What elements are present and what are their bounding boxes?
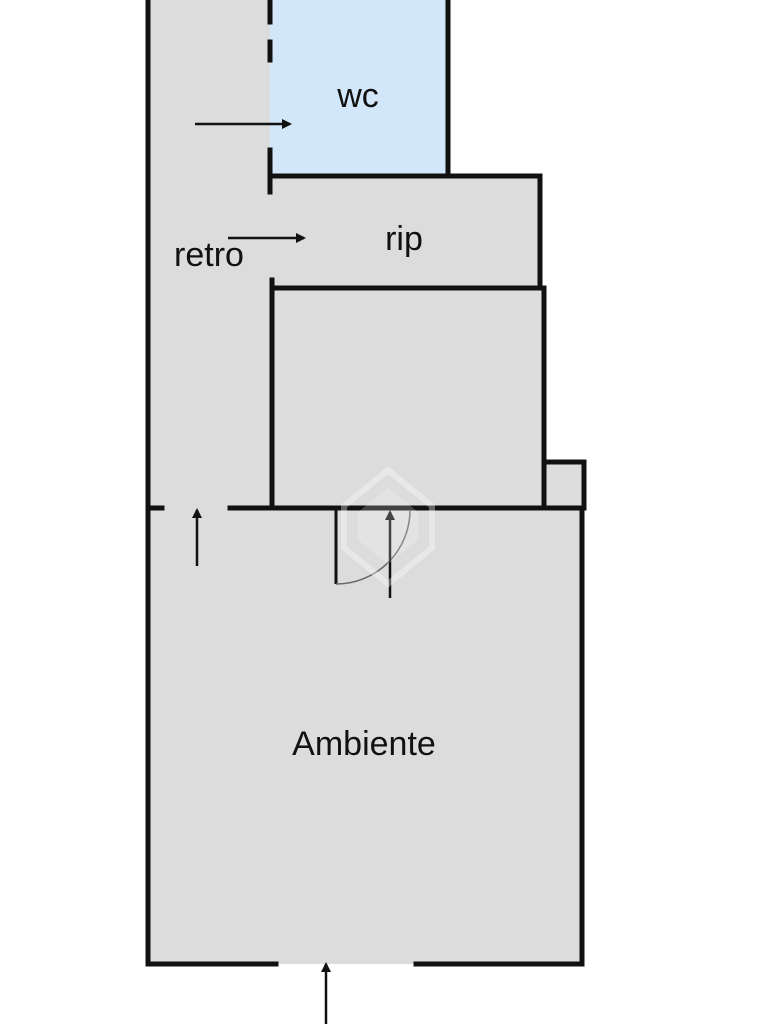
room-label-wc: wc bbox=[336, 77, 379, 115]
walls bbox=[145, 0, 587, 967]
ambiente-floor bbox=[148, 508, 582, 964]
small-niche-floor bbox=[544, 462, 584, 510]
middle-room-floor bbox=[274, 288, 544, 510]
direction-arrows bbox=[192, 119, 395, 1024]
wc-floor bbox=[270, 0, 448, 176]
room-label-ambiente: Ambiente bbox=[292, 725, 436, 763]
door-swing-icon bbox=[334, 509, 411, 585]
retro-floor bbox=[148, 0, 272, 510]
watermark-logo-icon bbox=[341, 466, 435, 588]
rip-floor bbox=[272, 176, 540, 288]
room-label-rip: rip bbox=[385, 220, 423, 258]
room-label-retro: retro bbox=[174, 236, 244, 274]
